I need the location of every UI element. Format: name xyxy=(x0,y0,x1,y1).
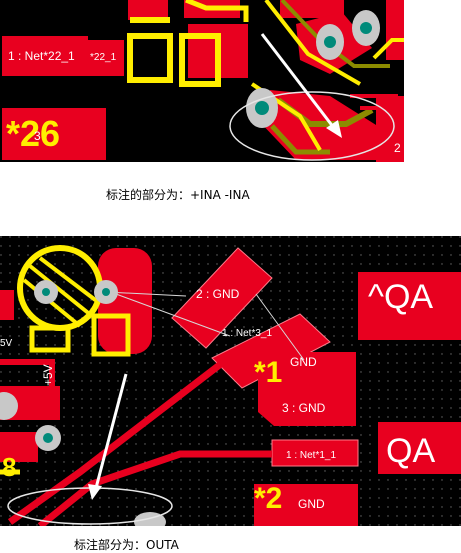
silkscreen-hatch xyxy=(38,256,100,304)
annotation-arrow xyxy=(94,373,128,489)
via xyxy=(360,22,372,34)
pad-number-3: 3 xyxy=(34,129,41,143)
via xyxy=(255,101,269,115)
silkscreen-line xyxy=(185,0,249,22)
net-label-2: *22_1 xyxy=(90,52,117,63)
pad-number-2: 2 xyxy=(394,141,401,155)
via xyxy=(324,36,336,48)
copper-pad xyxy=(2,108,106,160)
via xyxy=(43,433,53,443)
silkscreen-line xyxy=(264,0,361,86)
copper-pad xyxy=(98,248,152,354)
via xyxy=(102,288,110,296)
pcb-screenshot-2: 2 : GND 1 : Net*3_1 *1 GND 3 : GND 1 : N… xyxy=(0,236,461,526)
silkscreen-outline xyxy=(29,325,71,353)
silkscreen-outline xyxy=(179,33,221,87)
pcb-screenshot-1: 1 : Net*22_1 *22_1 *26 3 2 xyxy=(0,0,404,162)
net-pad xyxy=(271,439,359,467)
silkscreen-hatch xyxy=(22,278,82,328)
net-label: 1 : Net*22_1 xyxy=(8,49,75,63)
pad-label-2-gnd: 2 : GND xyxy=(196,287,240,301)
copper-pad xyxy=(2,36,88,76)
copper-pad xyxy=(378,422,461,474)
copper-pad xyxy=(0,290,14,320)
signal-trace xyxy=(37,450,272,526)
silkscreen-outline xyxy=(91,313,131,357)
silkscreen-line xyxy=(372,38,404,60)
copper-pad-rotated xyxy=(171,247,273,349)
copper-pad xyxy=(128,0,168,20)
silk-label-5v-b: 5V xyxy=(0,338,13,349)
signal-trace xyxy=(0,359,55,406)
ratsnest-line xyxy=(115,293,231,337)
pad-label-net3: 1 : Net*3_1 xyxy=(222,328,272,339)
silk-label-qa-top: ^QA xyxy=(368,278,433,316)
silkscreen-hatch xyxy=(28,264,94,318)
caption-figure-2: 标注部分为：OUTA xyxy=(74,538,179,552)
copper-pad xyxy=(386,0,404,60)
silkscreen-outline xyxy=(127,33,173,83)
gnd-pad xyxy=(254,484,358,526)
copper-pad-rotated xyxy=(211,313,331,389)
gnd-pad xyxy=(258,352,356,426)
refdes-26: *26 xyxy=(6,113,60,154)
annotation-arrowhead xyxy=(88,484,102,500)
pad-label-3-gnd: 3 : GND xyxy=(282,401,326,415)
silk-label-qa-bottom: QA xyxy=(386,432,435,470)
refdes-2: *2 xyxy=(254,482,282,515)
ratsnest-line xyxy=(105,291,187,297)
refdes-8: 8 xyxy=(2,452,16,482)
copper-pad xyxy=(358,272,461,340)
copper-pad xyxy=(0,432,38,462)
annotation-arrowhead xyxy=(326,120,342,138)
via xyxy=(42,288,50,296)
silk-label-5v: +5V xyxy=(41,364,55,386)
pad-gray xyxy=(0,392,18,420)
pad-label-gnd-2: GND xyxy=(298,497,325,511)
ratsnest-line xyxy=(255,293,305,361)
signal-trace-outa xyxy=(7,357,229,525)
caption-figure-1: 标注的部分为：+INA -INA xyxy=(106,188,250,202)
inner-trace xyxy=(270,124,330,155)
pad-label-gnd: GND xyxy=(290,355,317,369)
annotation-arrow xyxy=(260,33,336,129)
copper-pad xyxy=(88,40,124,76)
annotation-ellipse xyxy=(229,91,395,161)
refdes-1: *1 xyxy=(254,356,282,389)
pad-label-net1: 1 : Net*1_1 xyxy=(286,450,336,461)
